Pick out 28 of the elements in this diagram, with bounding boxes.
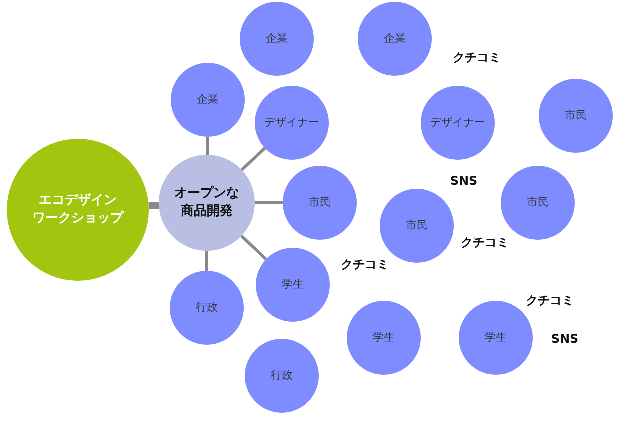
node-label: 企業: [383, 32, 407, 46]
connector-line: [206, 136, 210, 156]
node-label: 行政: [270, 368, 294, 384]
text-label: クチコミ: [341, 256, 389, 274]
node-label: 行政: [195, 300, 219, 316]
connector-line: [240, 147, 266, 172]
text-label: SNS: [450, 174, 478, 188]
node-label: 市民: [564, 108, 588, 124]
text-label: クチコミ: [453, 50, 501, 66]
connector-line: [255, 202, 283, 204]
node-label: 企業: [196, 92, 220, 108]
node-label: 市民: [405, 218, 429, 234]
node-label: 学生: [281, 278, 305, 292]
node-label: 学生: [484, 330, 508, 346]
node-label: エコデザインワークショップ: [32, 192, 126, 228]
node-label: 学生: [372, 330, 396, 346]
text-label: クチコミ: [461, 234, 509, 252]
node-label: 市民: [308, 196, 332, 210]
node-label: 市民: [526, 196, 550, 210]
node-label: 企業: [265, 32, 289, 46]
connector-line: [240, 235, 268, 261]
node-label: オープンな商品開発: [174, 185, 240, 221]
connector-line: [206, 251, 208, 271]
text-label: クチコミ: [526, 292, 574, 310]
node-label: デザイナー: [430, 116, 486, 130]
node-label: デザイナー: [264, 116, 320, 130]
text-label: SNS: [551, 332, 579, 346]
connector-line: [148, 202, 160, 210]
